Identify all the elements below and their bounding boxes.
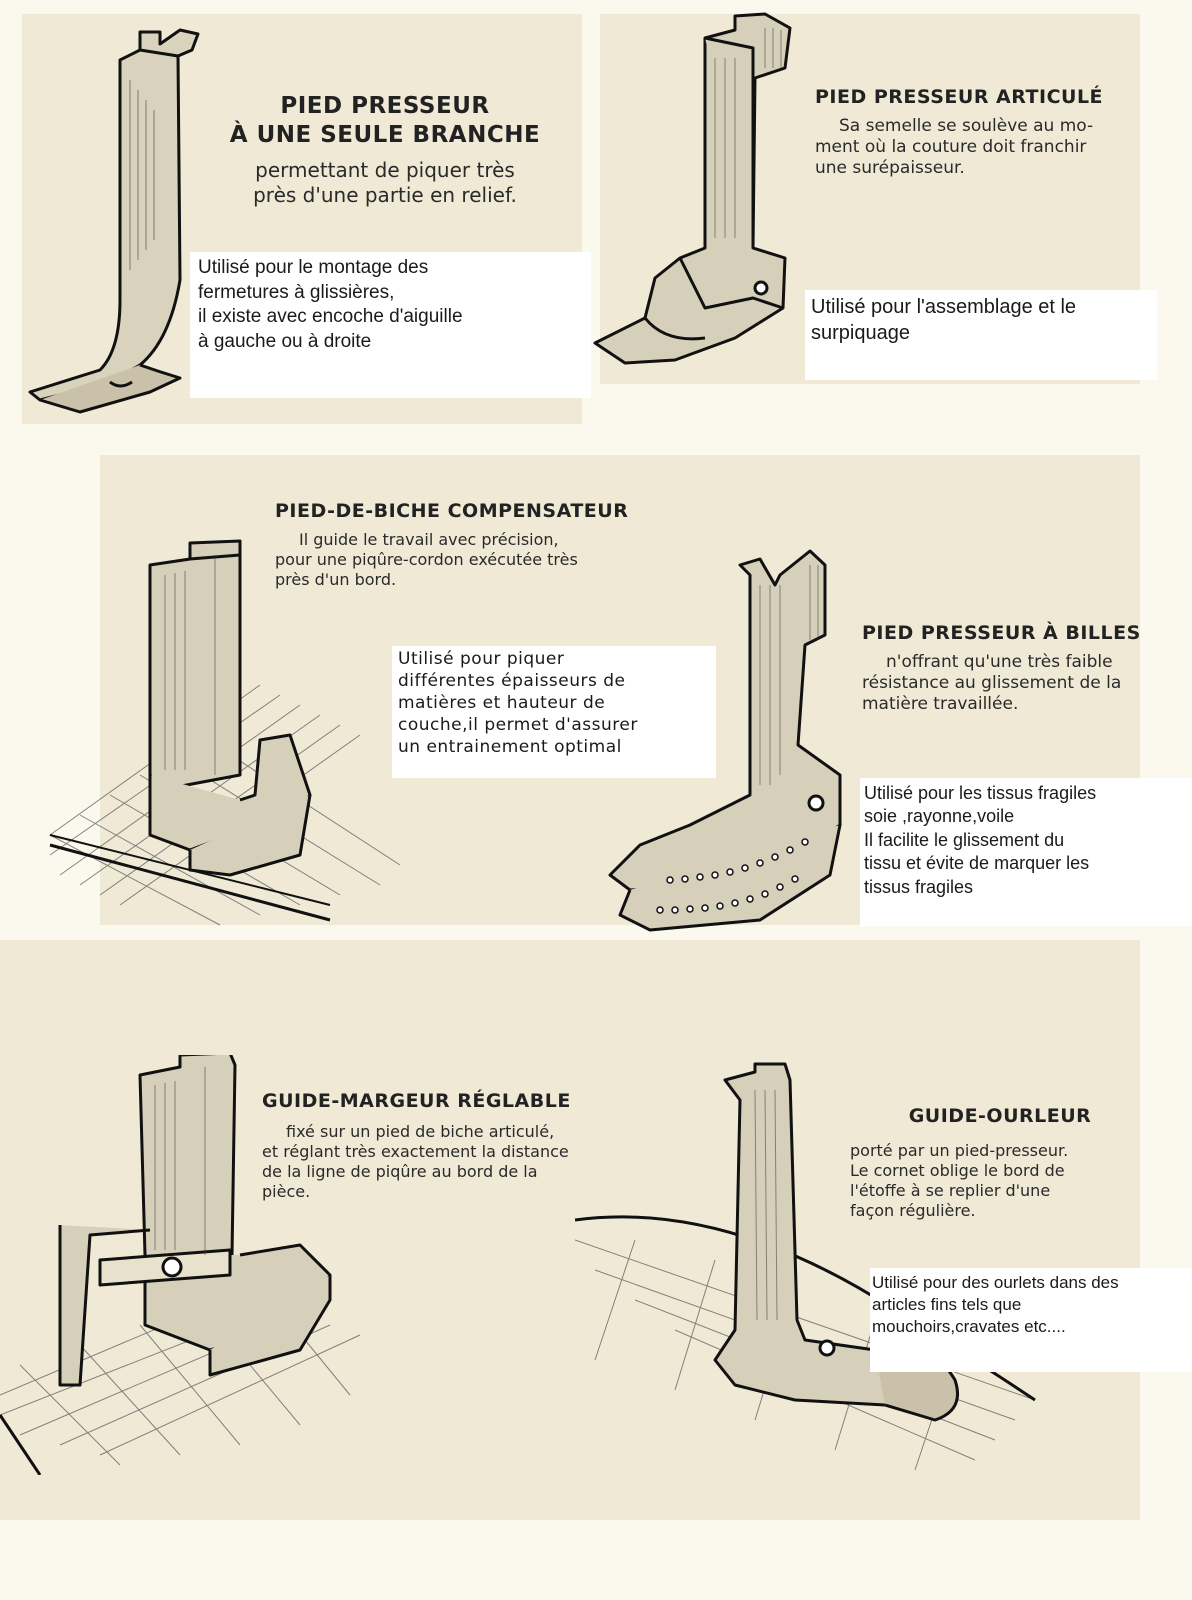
articulated-presser-foot-icon [593, 12, 792, 365]
usage-note-single-branch: Utilisé pour le montage des fermetures à… [190, 252, 591, 398]
section-single-branch: PIED PRESSEUR À UNE SEULE BRANCHE permet… [205, 92, 565, 208]
section-hemmer: GUIDE-OURLEUR porté par un pied-presseur… [850, 1105, 1150, 1221]
section-articulated: PIED PRESSEUR ARTICULÉ Sa semelle se sou… [815, 86, 1145, 180]
section-compensating: PIED-DE-BICHE COMPENSATEUR Il guide le t… [275, 500, 655, 590]
section-ball: PIED PRESSEUR À BILLES n'offrant qu'une … [862, 622, 1182, 716]
section-description: n'offrant qu'une très faible résistance … [862, 651, 1122, 715]
section-title: GUIDE-OURLEUR [908, 1105, 1092, 1127]
section-title: PIED PRESSEUR À BILLES [862, 622, 1141, 644]
section-description: permettant de piquer très près d'une par… [253, 157, 517, 207]
section-title: GUIDE-MARGEUR RÉGLABLE [262, 1090, 571, 1112]
usage-note-ball: Utilisé pour les tissus fragiles soie ,r… [860, 778, 1192, 926]
single-branch-presser-foot-icon [28, 28, 200, 414]
ball-presser-foot-icon [608, 549, 842, 932]
usage-note-hemmer: Utilisé pour des ourlets dans des articl… [870, 1268, 1192, 1372]
usage-note-articulated: Utilisé pour l'assemblage et le surpiqua… [805, 290, 1157, 380]
section-title: PIED PRESSEUR ARTICULÉ [815, 86, 1104, 108]
section-margin-guide: GUIDE-MARGEUR RÉGLABLE fixé sur un pied … [262, 1090, 642, 1202]
section-description: Il guide le travail avec précision, pour… [275, 529, 578, 589]
section-description: Sa semelle se soulève au mo- ment où la … [815, 115, 1094, 179]
compensating-foot-icon [49, 539, 401, 926]
section-description: fixé sur un pied de biche articulé, et r… [262, 1121, 569, 1201]
margin-guide-foot-icon [0, 1055, 361, 1475]
section-description: porté par un pied-presseur. Le cornet ob… [850, 1140, 1069, 1220]
section-title: PIED PRESSEUR À UNE SEULE BRANCHE [229, 93, 541, 148]
section-title: PIED-DE-BICHE COMPENSATEUR [275, 500, 629, 522]
usage-note-compensating: Utilisé pour piquer différentes épaisseu… [392, 646, 716, 778]
